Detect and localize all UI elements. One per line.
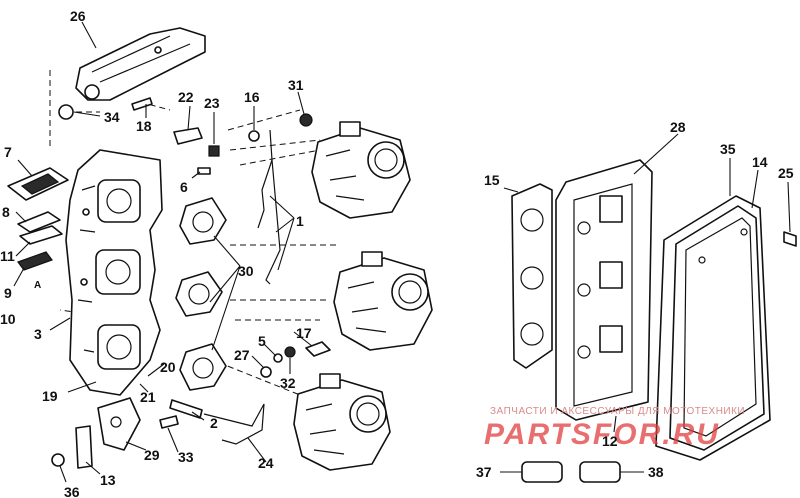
alignment-lines-mid — [59, 244, 340, 396]
callout-13: 13 — [100, 472, 116, 488]
part-25-screw — [783, 231, 797, 247]
part-3-intake-manifold — [65, 149, 163, 396]
callout-17: 17 — [296, 325, 312, 341]
callout-21: 21 — [140, 389, 156, 405]
callout-32: 32 — [280, 375, 296, 391]
callout-2: 2 — [210, 415, 218, 431]
callout-27: 27 — [234, 347, 250, 363]
callout-16: 16 — [244, 89, 260, 105]
part-34-plug — [58, 104, 74, 120]
callout-15: 15 — [484, 172, 500, 188]
part-18-screw — [131, 97, 153, 111]
part-7-reed-block — [7, 167, 69, 201]
watermark-tagline: ЗАПЧАСТИ И АКСЕССУАРЫ ДЛЯ МОТОТЕХНИКИ — [490, 406, 745, 417]
part-28-airbox-base — [555, 159, 653, 421]
part-33-screw — [159, 415, 179, 429]
callout-a: A — [34, 280, 41, 291]
part-23-screw — [208, 145, 220, 157]
callout-23: 23 — [204, 95, 220, 111]
part-27-screw — [260, 366, 272, 378]
callout-31: 31 — [288, 77, 304, 93]
callout-8: 8 — [2, 204, 10, 220]
callout-38: 38 — [648, 464, 664, 480]
part-11-reed-stop — [19, 225, 63, 245]
callout-30: 30 — [238, 263, 254, 279]
part-32-nut — [284, 346, 296, 358]
part-30-carb-gaskets — [175, 197, 227, 391]
part-36-screw — [51, 453, 65, 467]
callout-9: 9 — [4, 285, 12, 301]
callout-12: 12 — [602, 433, 618, 449]
callout-35: 35 — [720, 141, 736, 157]
part-31-nut — [299, 113, 313, 127]
part-1-choke-linkage — [248, 129, 281, 285]
callout-25: 25 — [778, 165, 794, 181]
callout-33: 33 — [178, 449, 194, 465]
carburetor-bottom — [293, 373, 391, 471]
callout-29: 29 — [144, 447, 160, 463]
part-17-clip — [305, 341, 331, 357]
part-15-gasket — [511, 183, 553, 369]
callout-34: 34 — [104, 109, 120, 125]
part-37-pad — [521, 461, 563, 483]
callout-18: 18 — [136, 118, 152, 134]
carburetor-top — [311, 121, 411, 219]
callout-20: 20 — [160, 359, 176, 375]
callout-10: 10 — [0, 311, 16, 327]
callout-1: 1 — [296, 213, 304, 229]
callout-22: 22 — [178, 89, 194, 105]
callout-7: 7 — [4, 144, 12, 160]
callout-24: 24 — [258, 455, 274, 471]
watermark-brand: PARTSFOR.RU — [484, 418, 720, 451]
carburetor-middle — [333, 251, 433, 351]
callout-labels: 26 34 18 22 23 16 31 7 6 1 30 8 11 9 A 1… — [0, 8, 794, 498]
part-22-fitting — [173, 127, 203, 145]
part-6-screw — [197, 167, 211, 175]
part-14-airbox-cover — [669, 205, 765, 451]
part-26-silencer-cover — [75, 27, 206, 101]
callout-26: 26 — [70, 8, 86, 24]
part-8-reed-plate — [17, 211, 61, 233]
callout-11: 11 — [0, 248, 15, 264]
part-13-plate — [75, 425, 93, 469]
callout-14: 14 — [752, 154, 768, 170]
callout-5: 5 — [258, 333, 266, 349]
leader-lines — [13, 21, 791, 483]
alignment-lines-top — [49, 70, 321, 166]
part-38-pad — [579, 461, 621, 483]
callout-19: 19 — [42, 388, 58, 404]
callout-36: 36 — [64, 484, 80, 498]
callout-37: 37 — [476, 464, 492, 480]
part-29-bracket — [97, 397, 141, 451]
callout-28: 28 — [670, 119, 686, 135]
part-9-reed-petal — [17, 251, 53, 271]
callout-3: 3 — [34, 326, 42, 342]
part-24-fuel-hose — [203, 403, 265, 445]
callout-6: 6 — [180, 179, 188, 195]
